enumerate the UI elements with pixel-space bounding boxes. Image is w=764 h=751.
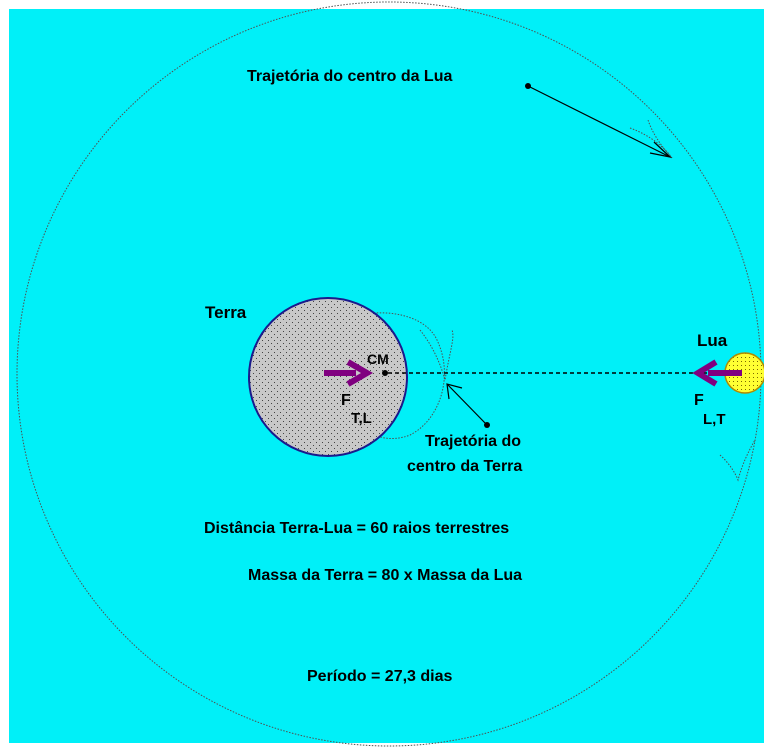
- moon-label: Lua: [697, 331, 728, 350]
- period-text: Período = 27,3 dias: [307, 668, 453, 685]
- force-earth-label: F: [341, 392, 351, 409]
- force-arrow-moon: [692, 359, 742, 387]
- force-moon-label: F: [694, 392, 704, 409]
- earth-trajectory-label-line1: Trajetória do: [425, 433, 521, 450]
- moon-trajectory-pointer: [525, 83, 672, 159]
- force-arrow-earth: [324, 359, 373, 387]
- mass-text: Massa da Terra = 80 x Massa da Lua: [248, 567, 522, 584]
- earth-trajectory-label-line2: centro da Terra: [407, 458, 522, 475]
- moon-trajectory-loop-lower: [719, 439, 756, 482]
- force-earth-subscript: T,L: [351, 410, 372, 427]
- moon-trajectory-loop-upper: [629, 119, 673, 159]
- earth-trajectory-pointer: [446, 383, 490, 428]
- distance-text: Distância Terra-Lua = 60 raios terrestre…: [204, 520, 509, 537]
- earth-label: Terra: [205, 303, 247, 322]
- force-moon-subscript: L,T: [703, 411, 726, 428]
- center-of-mass-label: CM: [367, 351, 389, 367]
- earth-disc: [248, 297, 408, 457]
- moon-trajectory-label: Trajetória do centro da Lua: [247, 68, 452, 85]
- center-of-mass-dot: [382, 370, 388, 376]
